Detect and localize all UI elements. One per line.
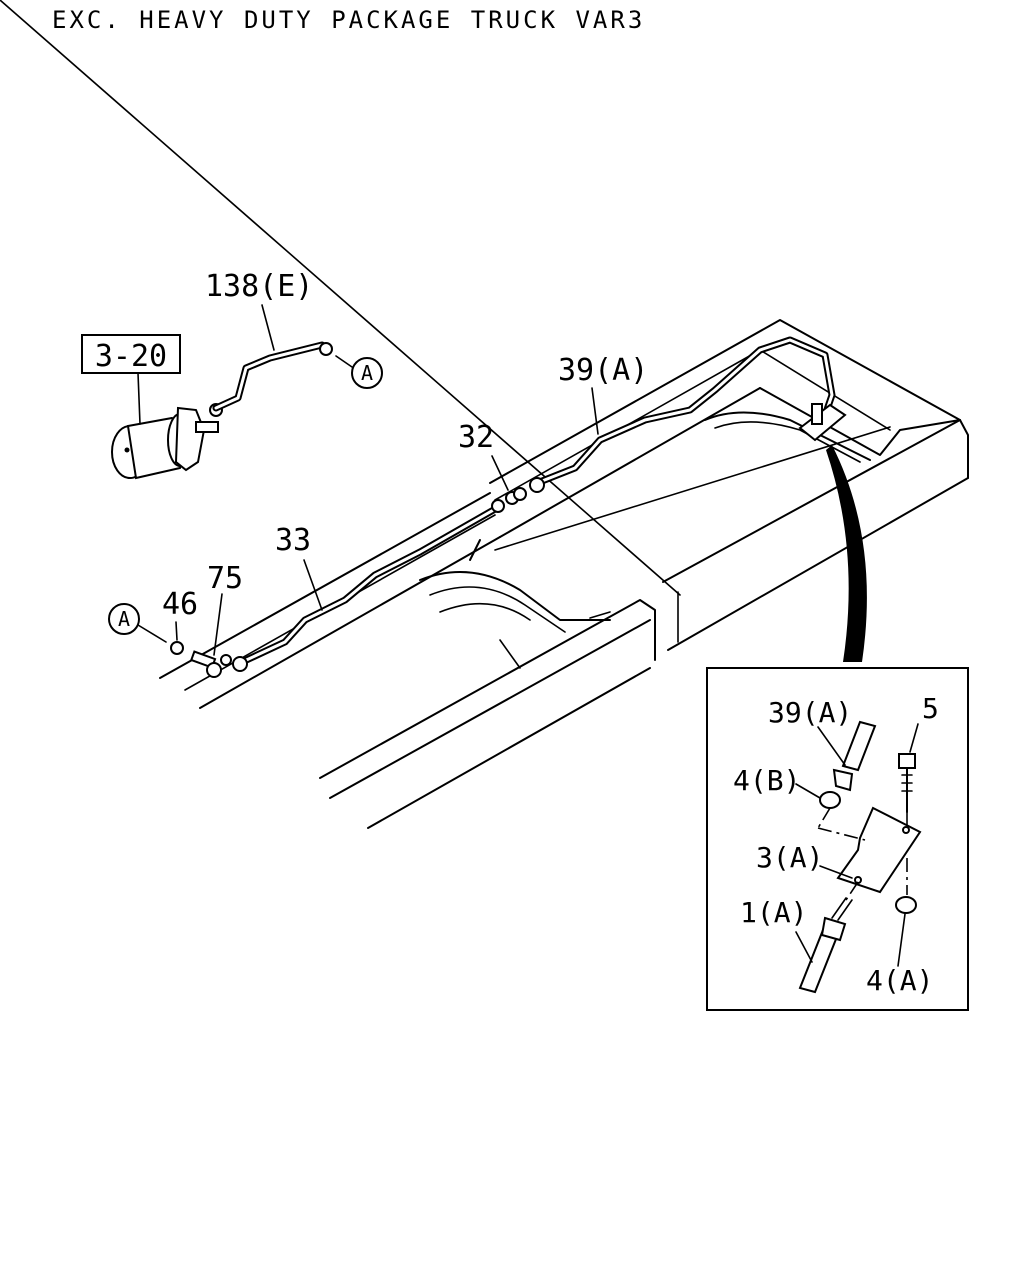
detail-inset: 39(A) 5 4(B) 3(A) 1(A) 4(A) [706,667,969,1011]
pipe-33 [232,499,505,672]
callout-75: 75 [207,561,243,596]
nut-46 [170,641,184,655]
detail-callout-4b: 4(B) [733,764,800,797]
callout-138e: 138(E) [205,269,313,304]
chassis-frame [0,0,969,829]
callout-33: 33 [275,523,311,558]
detail-callout-4a: 4(A) [866,964,933,997]
callout-46: 46 [162,587,198,622]
diagram-title: EXC. HEAVY DUTY PACKAGE TRUCK VAR3 [52,6,645,34]
callout-32: 32 [458,420,494,455]
pipe-39a [529,336,847,493]
circle-marker-label: A [361,361,373,385]
brake-chamber [111,403,223,480]
detail-callout-39a: 39(A) [768,696,852,729]
callout-39a: 39(A) [558,353,648,388]
reference-box-3-20: 3-20 [81,334,181,374]
circle-marker-label: A [118,607,130,631]
leader-lines [137,304,599,656]
reference-box-label: 3-20 [95,339,167,374]
circle-marker-a-top: A [351,357,383,389]
detail-arrow [826,445,867,662]
fitting-75 [190,650,232,678]
detail-callout-1a: 1(A) [740,896,807,929]
connector-32 [505,487,527,505]
detail-callout-3a: 3(A) [756,841,823,874]
detail-callout-5: 5 [922,692,939,725]
pipe-138e [212,341,333,412]
circle-marker-a-left: A [108,603,140,635]
